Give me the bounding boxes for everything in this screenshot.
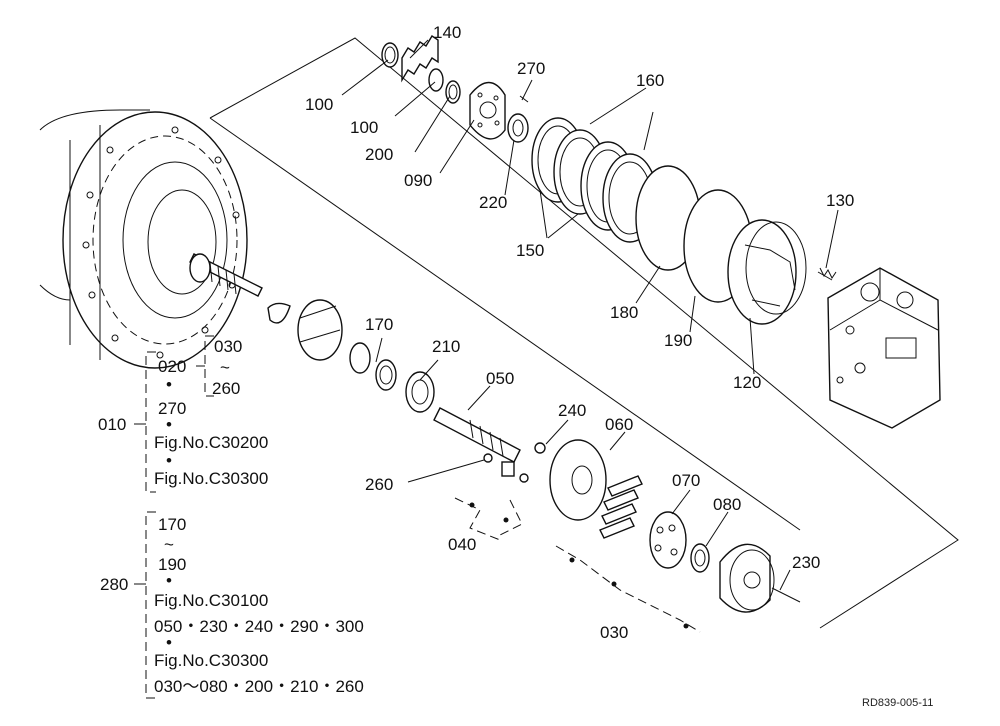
bracket-280-part-list-1: 050・230・240・290・300 [154, 617, 364, 636]
assembly-bracket-010: 010 020 030 ~ 260 • 270 • Fig.No.C30200 … [98, 335, 268, 493]
part-label-220: 220 [479, 193, 507, 212]
bracket-010-line-020: 020 [158, 357, 186, 376]
part-label-240: 240 [558, 401, 586, 420]
group-brackets [454, 497, 701, 633]
part-label-130: 130 [826, 191, 854, 210]
bracket-010-fig-c30300: Fig.No.C30300 [154, 469, 268, 488]
part-label-270: 270 [517, 59, 545, 78]
part-label-210: 210 [432, 337, 460, 356]
bracket-010-dot-3: • [166, 451, 172, 470]
bracket-010-line-270: 270 [158, 399, 186, 418]
part-label-100-outer: 100 [305, 95, 333, 114]
part-label-120: 120 [733, 373, 761, 392]
bracket-280-line-190: 190 [158, 555, 186, 574]
part-label-080: 080 [713, 495, 741, 514]
bracket-280-fig-c30300: Fig.No.C30300 [154, 651, 268, 670]
bracket-010-label: 010 [98, 415, 126, 434]
part-label-140: 140 [433, 23, 461, 42]
bracket-280-label: 280 [100, 575, 128, 594]
bracket-280-dot-2: • [166, 633, 172, 652]
part-label-050: 050 [486, 369, 514, 388]
bracket-280-fig-c30100: Fig.No.C30100 [154, 591, 268, 610]
part-label-160: 160 [636, 71, 664, 90]
upper-seal-stack [381, 35, 529, 143]
bracket-280-part-list-2: 030～080・200・210・260 [154, 677, 364, 696]
part-label-170: 170 [365, 315, 393, 334]
part-label-200: 200 [365, 145, 393, 164]
part-label-150: 150 [516, 241, 544, 260]
bracket-280-line-170: 170 [158, 515, 186, 534]
part-label-090: 090 [404, 171, 432, 190]
part-label-030: 030 [600, 623, 628, 642]
motor-housing [39, 109, 248, 369]
bracket-010-line-030: 030 [214, 337, 242, 356]
bracket-280-dot-1: • [166, 571, 172, 590]
part-label-190: 190 [664, 331, 692, 350]
bracket-010-line-tilde: ~ [220, 358, 230, 377]
valve-cover-block [827, 267, 941, 429]
brake-disc-stack [531, 117, 753, 303]
brake-piston [727, 219, 837, 325]
part-label-100-inner: 100 [350, 118, 378, 137]
output-shaft [189, 253, 263, 297]
cylinder-barrel-group [483, 439, 801, 613]
exploded-plane-outline [209, 37, 959, 629]
part-label-040: 040 [448, 535, 476, 554]
part-label-230: 230 [792, 553, 820, 572]
part-number-labels: 140 270 160 100 100 200 090 220 130 150 … [305, 23, 854, 642]
bracket-010-fig-c30200: Fig.No.C30200 [154, 433, 268, 452]
bracket-010-line-260: 260 [212, 379, 240, 398]
leader-lines [341, 39, 839, 591]
part-label-260: 260 [365, 475, 393, 494]
part-label-060: 060 [605, 415, 633, 434]
part-label-180: 180 [610, 303, 638, 322]
bracket-280-line-tilde: ~ [164, 535, 174, 554]
bracket-010-dot-2: • [166, 415, 172, 434]
assembly-bracket-280: 280 170 ~ 190 • Fig.No.C30100 050・230・24… [100, 511, 364, 699]
drawing-code: RD839-005-11 [862, 697, 933, 709]
inner-shaft-assembly [267, 299, 521, 463]
bracket-010-dot-1: • [166, 375, 172, 394]
part-label-070: 070 [672, 471, 700, 490]
